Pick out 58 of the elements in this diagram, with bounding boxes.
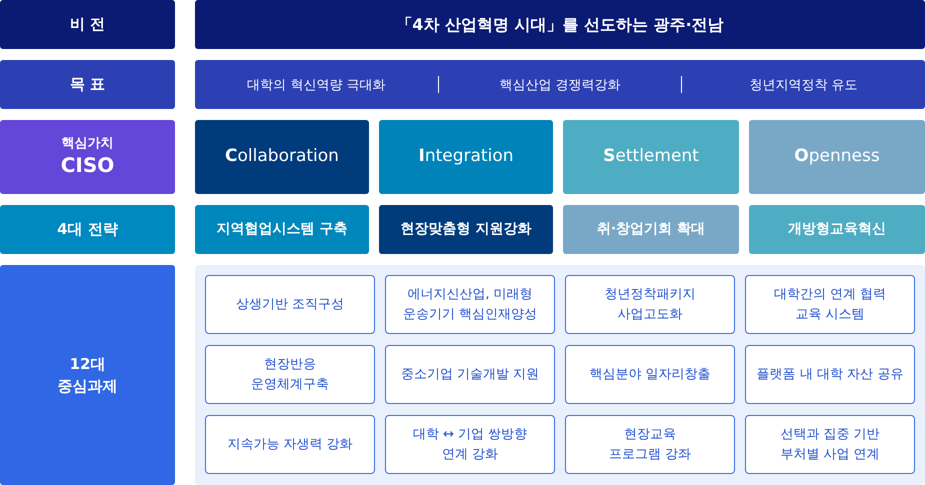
task-text: 현장교육 프로그램 강좌	[608, 426, 692, 464]
goal-text: 대학의 혁신역량 극대화	[247, 76, 386, 95]
task-text: 현장반응 운영체계구축	[250, 356, 330, 394]
strategy-text: 현장맞춤형 지원강화	[400, 220, 532, 239]
row-header-text: 12대 중심과제	[56, 354, 118, 397]
task-text: 선택과 집중 기반 부처별 사업 연계	[779, 426, 881, 464]
task-card	[745, 415, 915, 474]
task-card	[205, 275, 375, 334]
task-card	[565, 275, 735, 334]
row-header-text: 핵심가치	[62, 136, 114, 153]
goal-banner	[195, 60, 925, 109]
task-card	[745, 275, 915, 334]
task-card	[205, 415, 375, 474]
task-card	[565, 345, 735, 404]
goal-text: 핵심산업 경쟁력강화	[499, 76, 621, 95]
strategy-text: 지역협업시스템 구축	[216, 220, 348, 239]
value-tile	[195, 120, 369, 194]
task-card	[745, 345, 915, 404]
task-text: 플랫폼 내 대학 자산 공유	[756, 366, 904, 384]
value-text: Settlement	[603, 145, 699, 168]
task-text: 대학간의 연계 협력 교육 시스템	[772, 286, 888, 324]
row-header-panel	[0, 265, 175, 485]
task-text: 핵심분야 일자리창출	[589, 366, 711, 384]
row-header-text: 목 표	[70, 74, 106, 96]
task-text: 상생기반 조직구성	[236, 296, 344, 314]
task-card	[205, 345, 375, 404]
value-text: Integration	[418, 145, 514, 168]
task-text: 대학 ↔ 기업 쌍방향 연계 강화	[412, 426, 528, 464]
vision-text: 「4차 산업혁명 시대」를 선도하는 광주·전남	[396, 14, 724, 36]
value-tile	[749, 120, 925, 194]
value-text: Openness	[794, 145, 880, 168]
row-header-panel	[0, 120, 175, 194]
goal-text: 청년지역정착 유도	[750, 76, 858, 95]
row-header-panel	[0, 205, 175, 254]
value-tile	[379, 120, 553, 194]
strategy-text: 취·창업기회 확대	[596, 220, 706, 239]
acronym-text: CISO	[60, 152, 114, 178]
vision-banner	[195, 0, 925, 49]
row-header-text: 4대 전략	[57, 219, 118, 240]
task-text: 청년정착패키지 사업고도화	[604, 286, 696, 324]
row-header-panel	[0, 60, 175, 109]
task-card	[565, 415, 735, 474]
task-text: 에너지신산업, 미래형 운송기기 핵심인재양성	[402, 286, 538, 324]
strategy-tile	[379, 205, 553, 254]
row-header-text: 비 전	[70, 14, 106, 36]
strategy-tile	[195, 205, 369, 254]
strategy-text: 개방형교육혁신	[788, 220, 886, 239]
value-text: Collaboration	[225, 145, 339, 168]
task-text: 중소기업 기술개발 지원	[400, 366, 540, 384]
task-card	[385, 345, 555, 404]
strategy-tile	[563, 205, 739, 254]
task-text: 지속가능 자생력 강화	[227, 436, 353, 454]
strategy-tile	[749, 205, 925, 254]
task-panel	[195, 265, 925, 485]
task-card	[385, 275, 555, 334]
value-tile	[563, 120, 739, 194]
task-card	[385, 415, 555, 474]
row-header-panel	[0, 0, 175, 49]
